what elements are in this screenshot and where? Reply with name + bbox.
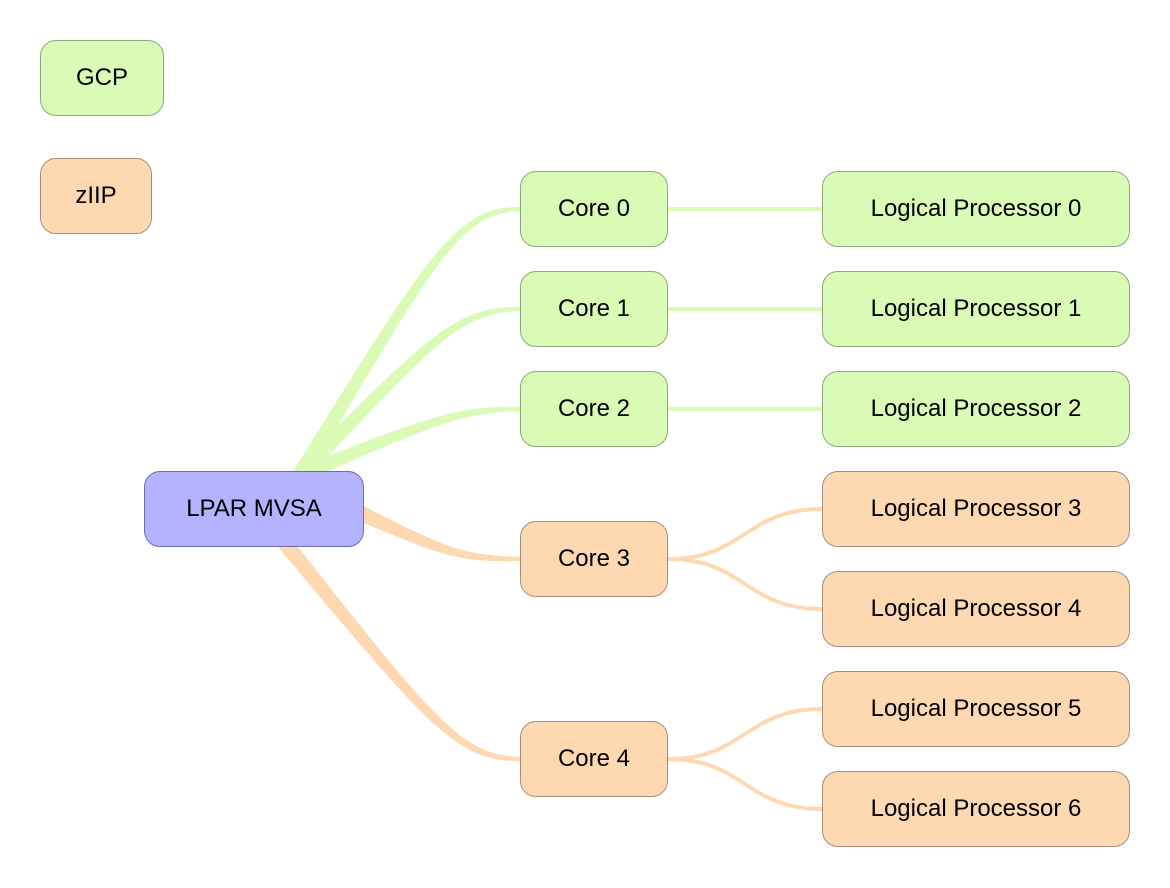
logical-processor-node-1[interactable]: Logical Processor 1 [822,271,1130,347]
edge-core-4-lp-5 [667,707,823,761]
legend-ziip: zIIP [40,158,152,234]
logical-processor-node-4[interactable]: Logical Processor 4 [822,571,1130,647]
edge-core-3-lp-3 [667,507,823,561]
edge-lpar-core-3 [356,505,522,562]
core-node-3[interactable]: Core 3 [520,521,668,597]
core-node-2[interactable]: Core 2 [520,371,668,447]
edge-lpar-core-1 [294,306,522,481]
lpar-node[interactable]: LPAR MVSA [144,471,364,547]
core-node-4[interactable]: Core 4 [520,721,668,797]
logical-processor-node-0[interactable]: Logical Processor 0 [822,171,1130,247]
core-node-0[interactable]: Core 0 [520,171,668,247]
logical-processor-node-5[interactable]: Logical Processor 5 [822,671,1130,747]
legend-gcp: GCP [40,40,164,116]
logical-processor-node-6[interactable]: Logical Processor 6 [822,771,1130,847]
edge-lpar-core-4 [278,538,522,761]
logical-processor-node-3[interactable]: Logical Processor 3 [822,471,1130,547]
core-node-1[interactable]: Core 1 [520,271,668,347]
edge-core-3-lp-4 [667,557,823,611]
edge-core-4-lp-6 [667,757,823,811]
logical-processor-node-2[interactable]: Logical Processor 2 [822,371,1130,447]
